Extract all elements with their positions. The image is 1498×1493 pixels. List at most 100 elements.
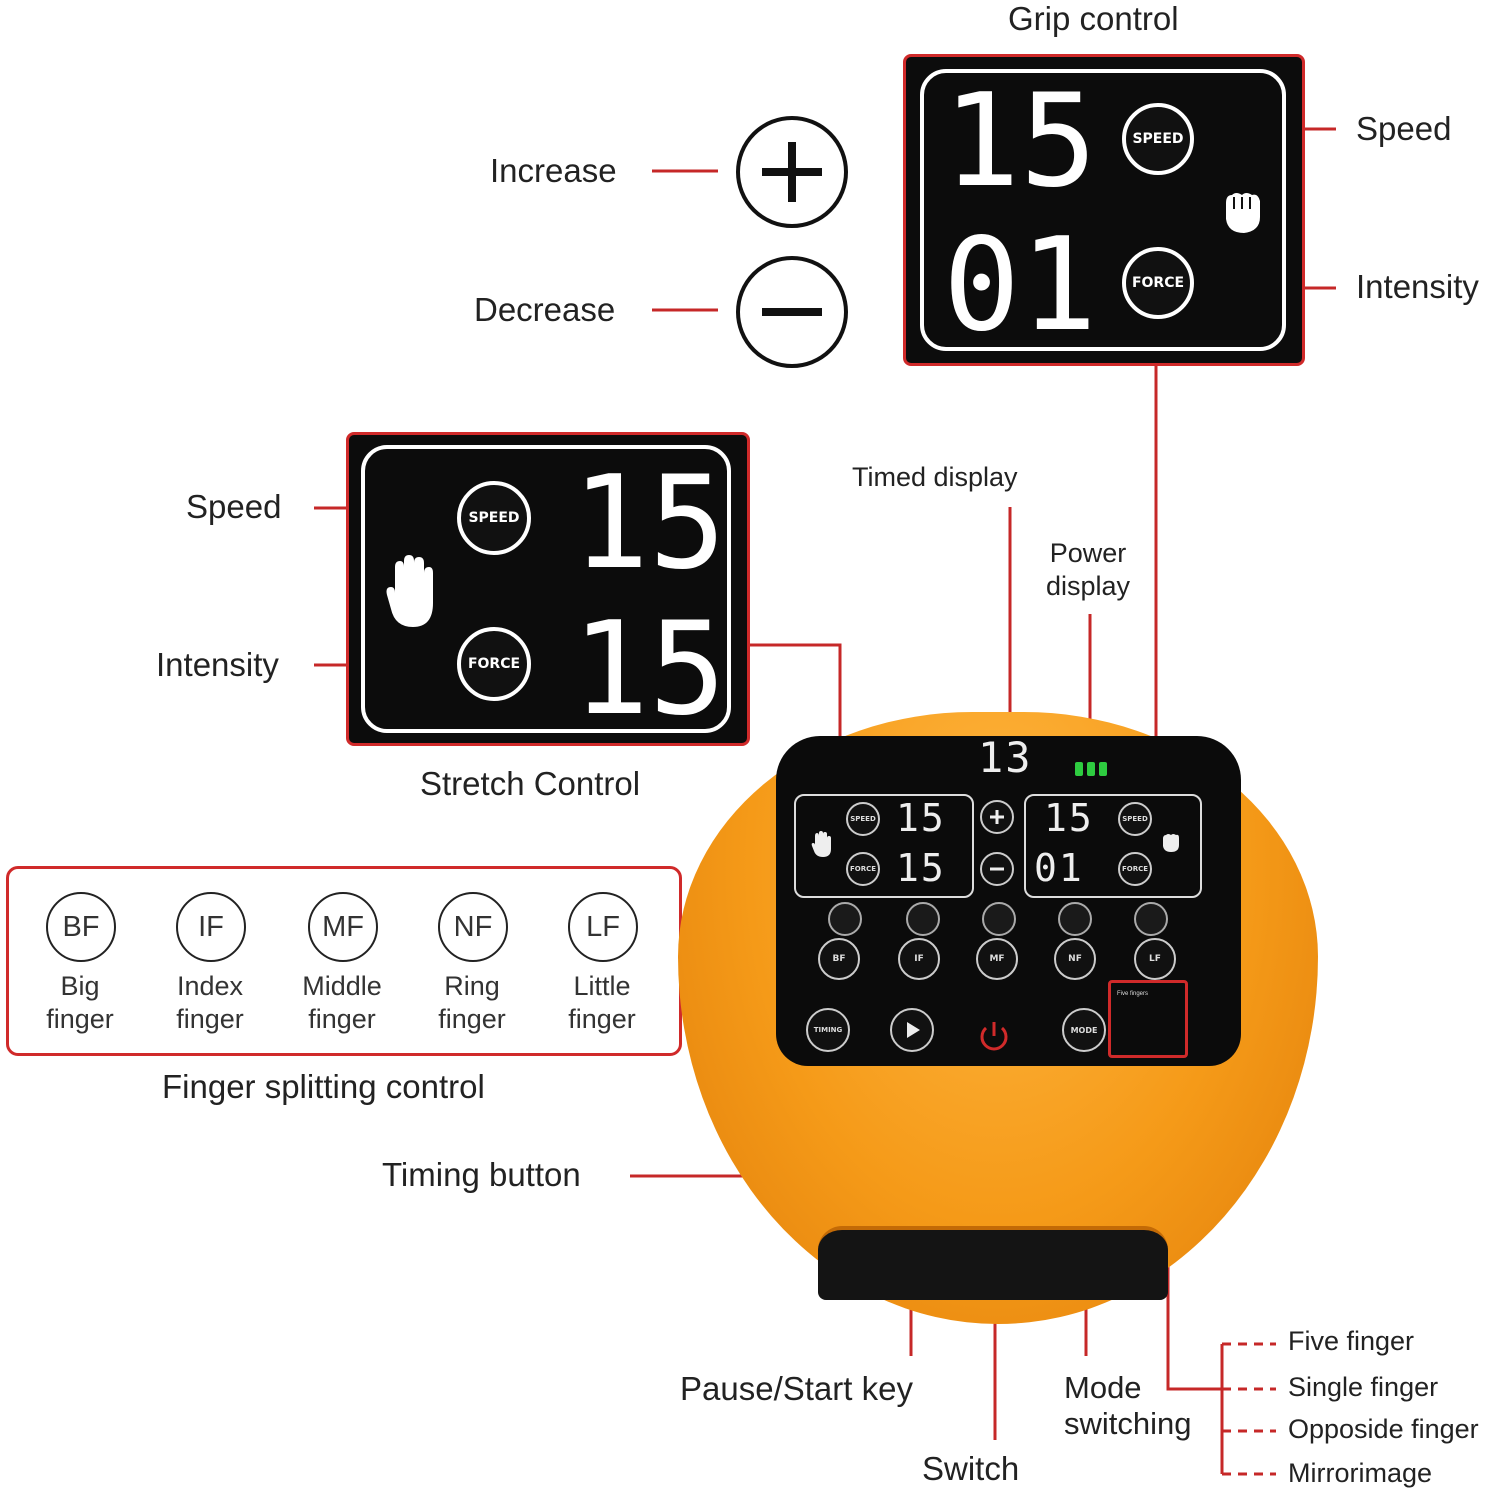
- stretch-speed-digits: 15: [572, 449, 726, 598]
- power-display-label-1: Power: [1049, 538, 1127, 568]
- device-timing-button[interactable]: TIMING: [806, 1008, 850, 1052]
- grip-speed-digits: 15: [943, 67, 1097, 216]
- mode-option-five-finger: Five finger: [1288, 1326, 1415, 1356]
- device-stretch-force-value: 15: [896, 846, 946, 890]
- fist-icon: [1226, 193, 1260, 233]
- device-mode-button[interactable]: MODE: [1062, 1008, 1106, 1052]
- minus-icon: [990, 867, 1004, 871]
- stretch-force-button[interactable]: FORCE: [457, 627, 531, 701]
- power-icon: [980, 1022, 1008, 1051]
- stretch-force-digits: 15: [572, 595, 726, 744]
- device-stretch-speed-button[interactable]: SPEED: [846, 802, 880, 836]
- device-control-face: [776, 736, 1241, 1066]
- stretch-speed-label: Speed: [186, 488, 282, 525]
- finger-name-line1: Big: [60, 971, 100, 1001]
- device-grip-speed-value: 15: [1044, 796, 1094, 840]
- finger-name-lf: Little finger: [542, 970, 662, 1036]
- mode-option-opposide-finger: Opposide finger: [1288, 1414, 1479, 1444]
- mode-switching-label-1: Mode: [1064, 1370, 1142, 1405]
- hand-slot: [818, 1226, 1168, 1300]
- timed-display-label: Timed display: [852, 462, 1018, 492]
- finger-name-line2: finger: [308, 1004, 376, 1034]
- device-finger-nf[interactable]: NF: [1054, 938, 1096, 980]
- device-grip-force-button[interactable]: FORCE: [1118, 852, 1152, 886]
- device-play-pause-button[interactable]: [890, 1008, 934, 1052]
- device-increase-button[interactable]: [980, 800, 1014, 834]
- minus-icon: [762, 308, 822, 316]
- play-icon: [907, 1022, 920, 1038]
- grip-speed-display: 15: [936, 67, 1106, 216]
- pause-start-label: Pause/Start key: [680, 1370, 913, 1407]
- fist-icon: [1163, 834, 1179, 852]
- mode-indicator-text: Five fingers: [1117, 991, 1149, 997]
- device-grip-speed-button[interactable]: SPEED: [1118, 802, 1152, 836]
- increase-label: Increase: [490, 152, 617, 189]
- finger-button-nf[interactable]: NF: [438, 892, 508, 962]
- grip-force-button[interactable]: FORCE: [1122, 247, 1194, 319]
- power-display-label-2: display: [1045, 571, 1131, 601]
- finger-name-bf: Big finger: [20, 970, 140, 1036]
- device-decrease-button[interactable]: [980, 852, 1014, 886]
- finger-name-if: Index finger: [150, 970, 270, 1036]
- finger-name-mf: Middle finger: [282, 970, 402, 1036]
- plus-icon: [990, 810, 1004, 824]
- finger-button-lf[interactable]: LF: [568, 892, 638, 962]
- device-finger-mf[interactable]: MF: [976, 938, 1018, 980]
- grip-speed-button[interactable]: SPEED: [1122, 103, 1194, 175]
- finger-name-line2: finger: [568, 1004, 636, 1034]
- open-hand-icon: [386, 555, 433, 627]
- fingerprint-icon: [982, 902, 1016, 936]
- stretch-panel-frame: [361, 445, 731, 733]
- increase-button[interactable]: [736, 116, 848, 228]
- switch-label: Switch: [922, 1450, 1020, 1487]
- fingerprint-icon: [828, 902, 862, 936]
- grip-control-panel: 15 01 SPEED FORCE: [903, 54, 1305, 366]
- grip-panel-frame: [920, 69, 1286, 351]
- finger-name-line2: finger: [46, 1004, 114, 1034]
- device-grip-force-value: 01: [1034, 846, 1084, 890]
- finger-button-bf[interactable]: BF: [46, 892, 116, 962]
- decrease-button[interactable]: [736, 256, 848, 368]
- stretch-speed-display: 15: [549, 449, 729, 598]
- finger-name-line1: Ring: [444, 971, 500, 1001]
- fingerprint-icon: [906, 902, 940, 936]
- finger-button-mf[interactable]: MF: [308, 892, 378, 962]
- decrease-label: Decrease: [474, 291, 616, 328]
- grip-force-digits: 01: [943, 211, 1097, 360]
- device-power-switch[interactable]: [976, 1018, 1012, 1059]
- device-timer-display: 13: [978, 733, 1033, 782]
- stretch-speed-value: 15: [572, 465, 726, 575]
- stretch-control-title: Stretch Control: [420, 765, 641, 802]
- open-hand-icon: [811, 831, 831, 857]
- stretch-force-value: 15: [572, 611, 726, 721]
- finger-name-line1: Little: [573, 971, 631, 1001]
- grip-speed-label: Speed: [1356, 110, 1452, 147]
- mode-option-single-finger: Single finger: [1288, 1372, 1439, 1402]
- grip-intensity-label: Intensity: [1356, 268, 1479, 305]
- device-stretch-panel: SPEED FORCE 15 15: [794, 794, 974, 898]
- device-stretch-speed-value: 15: [896, 796, 946, 840]
- device-finger-lf[interactable]: LF: [1134, 938, 1176, 980]
- timing-button-label: Timing button: [382, 1156, 581, 1193]
- finger-splitting-title: Finger splitting control: [162, 1068, 485, 1105]
- device-grip-panel: 15 01 SPEED FORCE: [1024, 794, 1202, 898]
- mode-switching-label-2: switching: [1064, 1406, 1192, 1441]
- grip-force-value: 01: [943, 229, 1097, 339]
- device-finger-bf[interactable]: BF: [818, 938, 860, 980]
- fingerprint-icon: [1134, 902, 1168, 936]
- device-stretch-force-button[interactable]: FORCE: [846, 852, 880, 886]
- finger-button-if[interactable]: IF: [176, 892, 246, 962]
- plus-icon: [762, 142, 822, 202]
- grip-force-display: 01: [936, 211, 1106, 360]
- stretch-force-display: 15: [549, 595, 729, 744]
- stretch-speed-button[interactable]: SPEED: [457, 481, 531, 555]
- mode-option-mirrorimage: Mirrorimage: [1288, 1458, 1433, 1488]
- finger-name-line2: finger: [438, 1004, 506, 1034]
- finger-name-line1: Index: [176, 971, 244, 1001]
- fingerprint-icon: [1058, 902, 1092, 936]
- finger-name-nf: Ring finger: [412, 970, 532, 1036]
- grip-control-title: Grip control: [1008, 0, 1179, 37]
- device-finger-if[interactable]: IF: [898, 938, 940, 980]
- stretch-intensity-label: Intensity: [156, 646, 279, 683]
- finger-name-line1: Middle: [302, 971, 382, 1001]
